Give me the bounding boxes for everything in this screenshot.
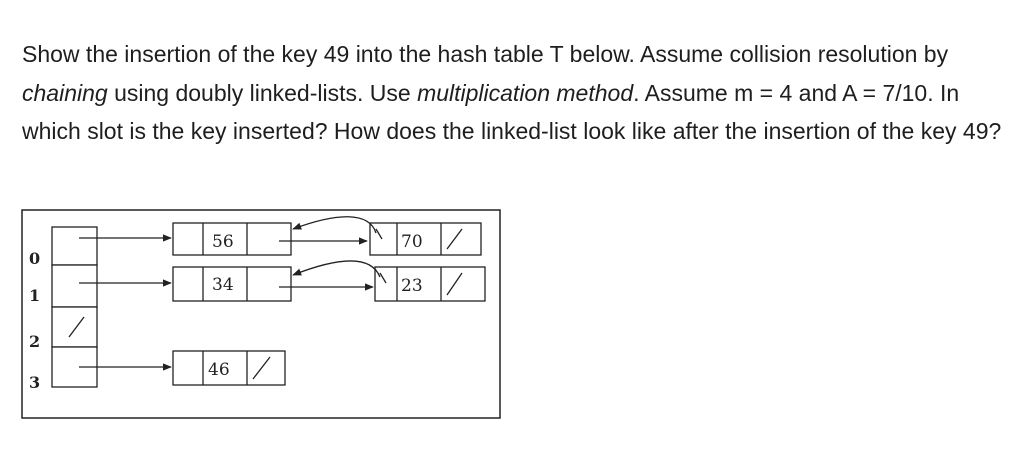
- slot-index-0: 0: [29, 249, 40, 268]
- node-key: 56: [212, 232, 234, 252]
- list-node: [374, 266, 486, 302]
- slot-2: [51, 306, 98, 348]
- question-text: Show the insertion of the key 49 into th…: [22, 35, 1012, 151]
- list-node: [369, 222, 482, 256]
- question-method: multiplication method: [417, 79, 634, 106]
- question-part-2: using doubly linked-lists. Use: [107, 79, 418, 106]
- node-key: 34: [212, 275, 234, 295]
- list-node: [172, 266, 292, 302]
- slot-index-2: 2: [29, 332, 40, 351]
- node-key: 23: [401, 276, 423, 296]
- question-part-3: . Assume m = 4 and A = 7/10. In which sl…: [22, 79, 1002, 145]
- hash-table-figure: 0 1 2 3 56 70 34 23: [21, 209, 501, 419]
- question-part-1: Show the insertion of the key 49 into th…: [22, 41, 949, 67]
- slot-1: [51, 264, 98, 308]
- list-node: [172, 222, 292, 256]
- prev-link: [292, 216, 377, 234]
- hash-table: [51, 226, 98, 388]
- slot-2-nil-slash: [68, 316, 85, 338]
- slot-0: [51, 226, 98, 266]
- node-key: 70: [401, 232, 423, 252]
- node-key: 46: [208, 360, 230, 380]
- nil-slash: [379, 272, 387, 284]
- question-chaining: chaining: [22, 79, 108, 106]
- prev-link: [292, 260, 381, 278]
- slot-index-3: 3: [29, 373, 40, 392]
- list-node: [172, 350, 286, 386]
- nil-slash: [375, 228, 383, 240]
- slot-index-1: 1: [29, 286, 40, 305]
